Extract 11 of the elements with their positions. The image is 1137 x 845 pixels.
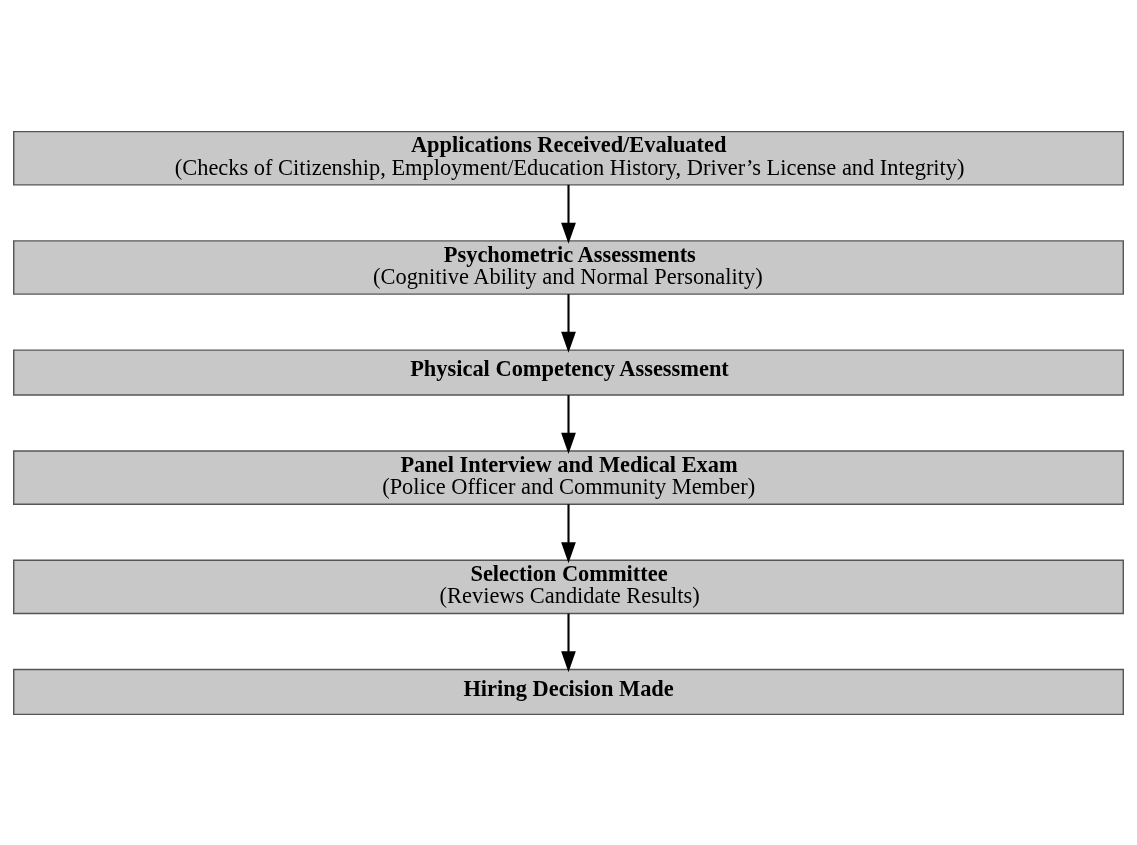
node-box: Hiring Decision Made (13, 668, 1124, 715)
node-box: Panel Interview and Medical Exam (Police Officer and Community Member) (13, 449, 1124, 505)
node-box: Psychometric Assessments (Cognitive Ability and Normal Personality) (13, 239, 1124, 295)
arrow (561, 184, 576, 244)
arrow (561, 503, 576, 563)
node-box: Applications Received/Evaluated (Checks of Citizenship, Employment/Education History, Driver’s License and Integrity) (13, 130, 1124, 186)
arrow (561, 613, 576, 672)
node-box: Physical Competency Assessment (13, 348, 1124, 396)
arrow (561, 394, 576, 454)
node-box: Selection Committee (Reviews Candidate Results) (13, 559, 1124, 614)
arrow (561, 293, 576, 353)
